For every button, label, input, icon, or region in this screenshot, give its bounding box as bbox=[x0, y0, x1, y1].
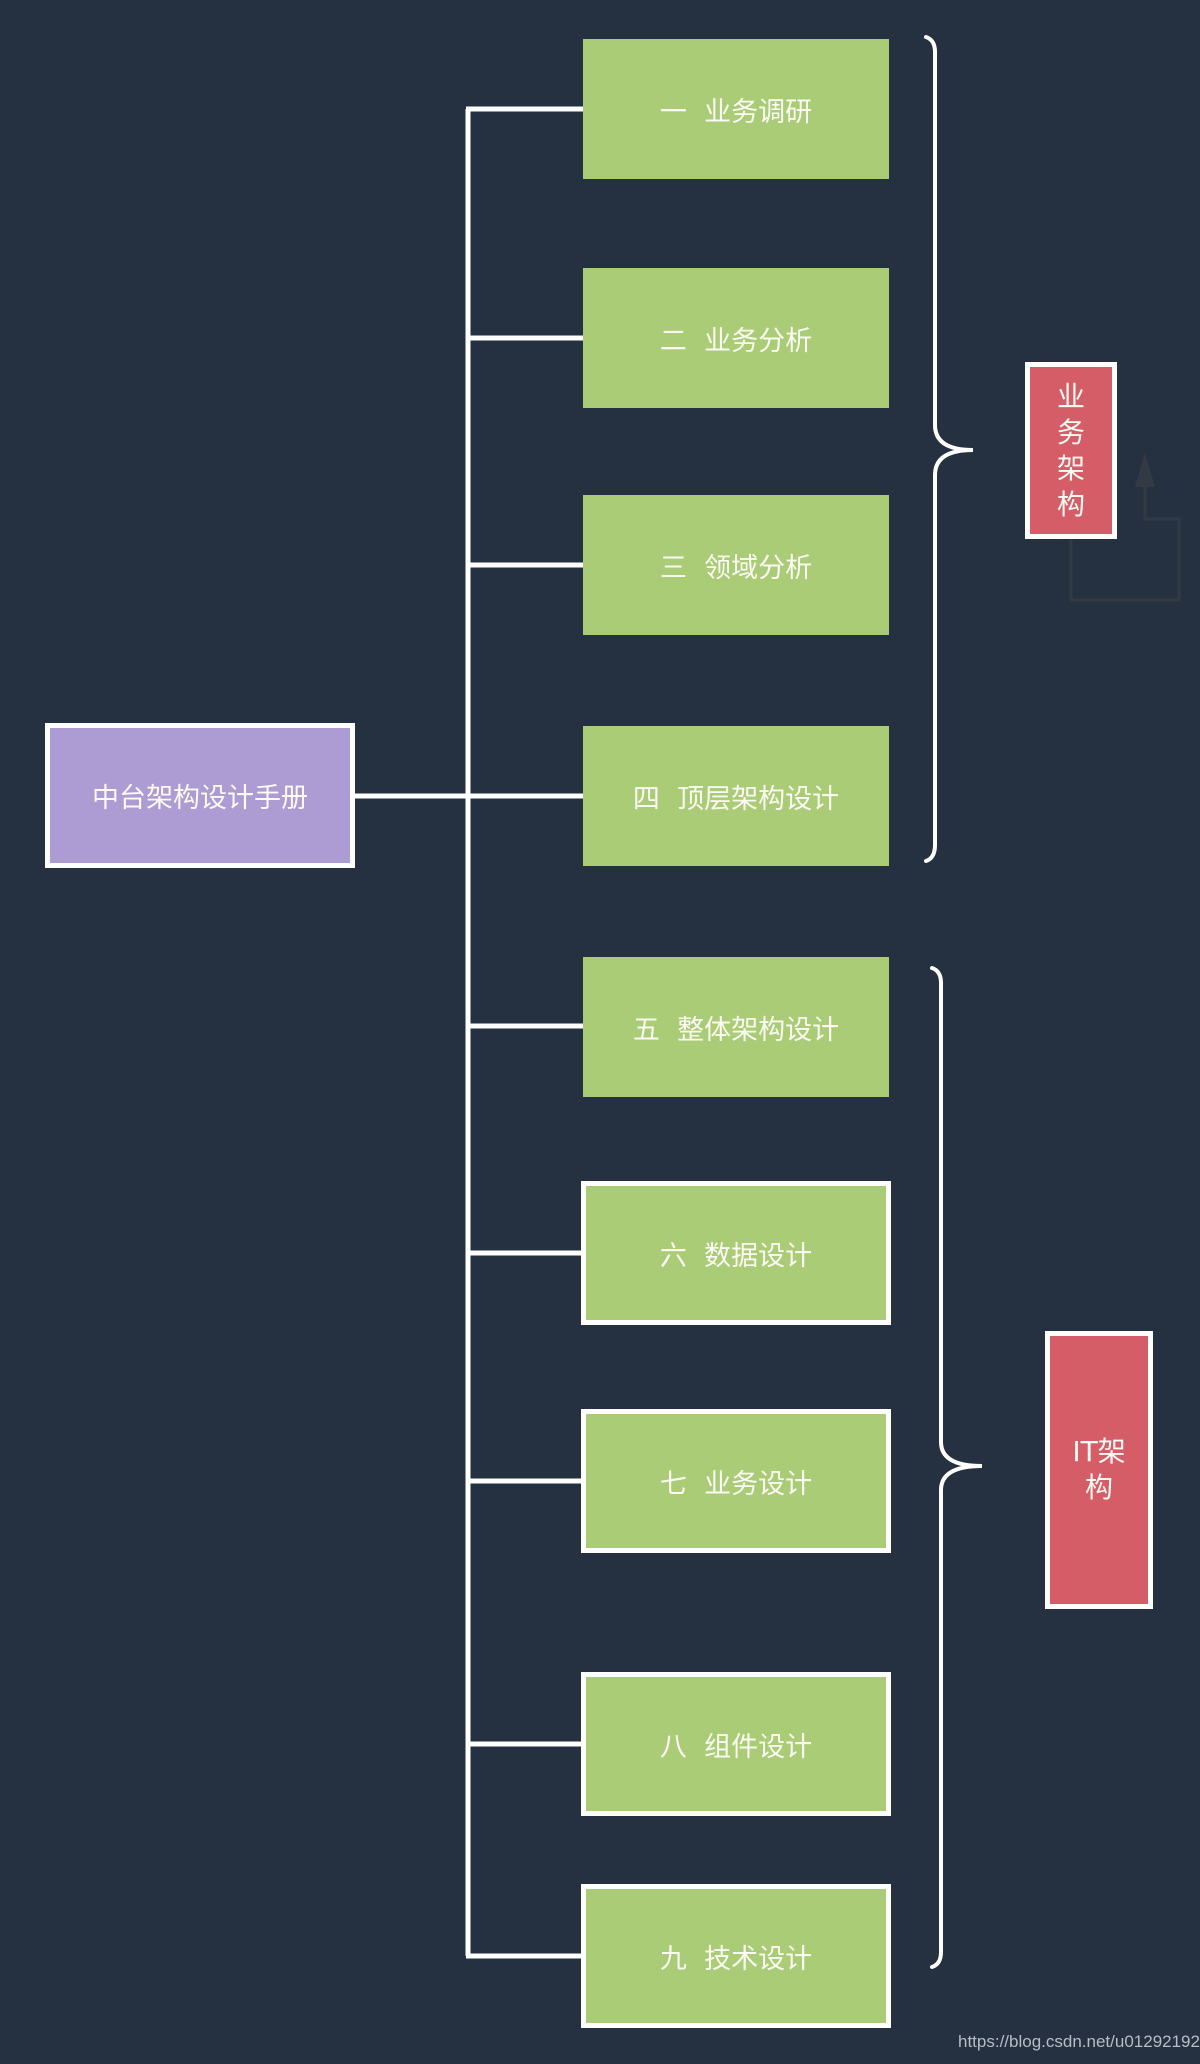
root-node[interactable]: 中台架构设计手册 bbox=[45, 723, 355, 868]
step-node-7[interactable]: 七 业务设计 bbox=[581, 1409, 891, 1553]
step-node-9[interactable]: 九 技术设计 bbox=[581, 1884, 891, 2028]
group-node-it-architecture[interactable]: IT架构 bbox=[1045, 1331, 1153, 1609]
step-node-2[interactable]: 二 业务分析 bbox=[583, 268, 889, 408]
watermark: https://blog.csdn.net/u012921921 bbox=[958, 2032, 1200, 2051]
step-label: 九 技术设计 bbox=[659, 1943, 813, 1975]
step-node-8[interactable]: 八 组件设计 bbox=[581, 1672, 891, 1816]
group-label: 业务架构 bbox=[1056, 379, 1085, 521]
group-node-business-architecture[interactable]: 业务架构 bbox=[1025, 362, 1117, 539]
brace-it bbox=[930, 966, 983, 1969]
step-node-4[interactable]: 四 顶层架构设计 bbox=[583, 726, 889, 866]
step-label: 一 业务调研 bbox=[659, 96, 813, 128]
brace-business bbox=[924, 35, 974, 863]
step-label: 六 数据设计 bbox=[659, 1240, 813, 1272]
root-label: 中台架构设计手册 bbox=[92, 783, 308, 814]
step-node-5[interactable]: 五 整体架构设计 bbox=[583, 957, 889, 1097]
step-label: 三 领域分析 bbox=[659, 552, 813, 584]
step-node-3[interactable]: 三 领域分析 bbox=[583, 495, 889, 635]
group-label: IT架构 bbox=[1072, 1435, 1126, 1504]
step-node-6[interactable]: 六 数据设计 bbox=[581, 1181, 891, 1325]
step-node-1[interactable]: 一 业务调研 bbox=[583, 39, 889, 179]
loop-arrow-line bbox=[1069, 484, 1181, 602]
step-label: 七 业务设计 bbox=[659, 1468, 813, 1500]
step-label: 四 顶层架构设计 bbox=[632, 783, 840, 815]
step-label: 二 业务分析 bbox=[659, 325, 813, 357]
step-label: 八 组件设计 bbox=[659, 1731, 813, 1763]
arrowhead-icon bbox=[1135, 453, 1155, 487]
step-label: 五 整体架构设计 bbox=[632, 1014, 840, 1046]
